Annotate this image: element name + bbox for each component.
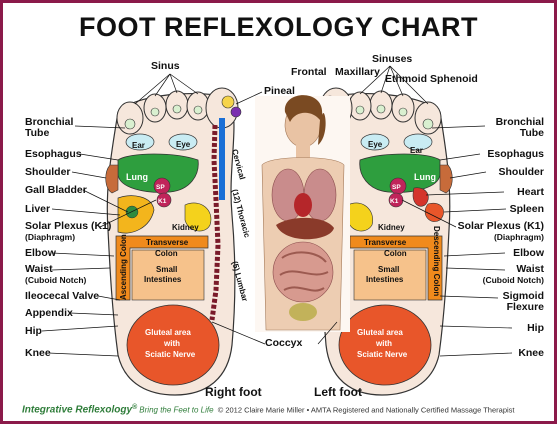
zone-ascending-colon: Ascending Colon bbox=[119, 234, 128, 300]
zone-kidney-left: Kidney bbox=[378, 223, 405, 232]
label-liver: Liver bbox=[25, 204, 50, 215]
zone-colon-left: Colon bbox=[384, 249, 407, 258]
right-foot-label: Right foot bbox=[205, 385, 262, 399]
left-foot-label: Left foot bbox=[314, 385, 362, 399]
zone-intestines-right: Intestines bbox=[144, 275, 182, 284]
zone-gluteal-left: Gluteal area bbox=[357, 328, 403, 337]
label-ileocecal: Ileocecal Valve bbox=[25, 291, 99, 302]
zone-gluteal-with-left: with bbox=[375, 339, 392, 348]
zone-transverse-right: Transverse bbox=[146, 238, 189, 247]
zone-lung-left: Lung bbox=[414, 172, 436, 182]
zone-sp-left: SP bbox=[392, 184, 401, 191]
zone-gluteal-right: Gluteal area bbox=[145, 328, 191, 337]
footer-registered: ® bbox=[132, 404, 137, 411]
zone-kidney-right: Kidney bbox=[172, 223, 199, 232]
label-elbow-left: Elbow bbox=[25, 248, 56, 259]
anatomy-body-image bbox=[255, 95, 350, 332]
label-heart: Heart bbox=[517, 187, 544, 198]
label-esophagus-right: Esophagus bbox=[487, 149, 544, 160]
label-solar-plexus-left: Solar Plexus (K1)(Diaphragm) bbox=[25, 221, 111, 243]
label-maxillary: Maxillary bbox=[335, 67, 380, 78]
zone-sp-right: SP bbox=[156, 184, 165, 191]
label-spleen: Spleen bbox=[510, 204, 544, 215]
label-knee-left: Knee bbox=[25, 348, 51, 359]
label-knee-right: Knee bbox=[518, 348, 544, 359]
zone-gluteal-with-right: with bbox=[163, 339, 180, 348]
label-gall-bladder: Gall Bladder bbox=[25, 185, 87, 196]
footer: Integrative Reflexology® Bring the Feet … bbox=[22, 404, 542, 416]
label-frontal: Frontal bbox=[291, 67, 327, 78]
label-ethmoid: Ethmoid bbox=[385, 74, 427, 85]
label-sinus: Sinus bbox=[151, 61, 180, 72]
footer-copyright: © 2012 Claire Marie Miller • AMTA Regist… bbox=[218, 406, 515, 415]
label-esophagus-left: Esophagus bbox=[25, 149, 82, 160]
label-hip-left: Hip bbox=[25, 326, 42, 337]
label-elbow-right: Elbow bbox=[513, 248, 544, 259]
zone-eye-right: Eye bbox=[176, 140, 191, 149]
zone-intestines-left: Intestines bbox=[366, 275, 404, 284]
zone-ear-right: Ear bbox=[132, 141, 145, 150]
zone-small-right: Small bbox=[156, 265, 177, 274]
label-sphenoid: Sphenoid bbox=[430, 74, 478, 85]
label-appendix: Appendix bbox=[25, 308, 73, 319]
zone-sciatic-right: Sciatic Nerve bbox=[145, 350, 196, 359]
zone-transverse-left: Transverse bbox=[364, 238, 407, 247]
footer-brand: Integrative Reflexology bbox=[22, 405, 132, 416]
label-sinuses: Sinuses bbox=[372, 54, 412, 65]
zone-descending-colon: Descending Colon bbox=[432, 226, 441, 296]
label-shoulder-left: Shoulder bbox=[25, 167, 71, 178]
left-shoulder-zone bbox=[440, 165, 452, 193]
label-coccyx: Coccyx bbox=[265, 338, 302, 349]
label-waist-right: Waist(Cuboid Notch) bbox=[483, 264, 544, 286]
left-spleen-zone bbox=[425, 203, 443, 221]
zone-ear-left: Ear bbox=[410, 146, 423, 155]
label-solar-plexus-right: Solar Plexus (K1)(Diaphragm) bbox=[458, 221, 544, 243]
zone-k1-right: K1 bbox=[158, 198, 167, 205]
zone-colon-right: Colon bbox=[155, 249, 178, 258]
zone-small-left: Small bbox=[378, 265, 399, 274]
zone-k1-left: K1 bbox=[390, 198, 399, 205]
label-waist-left: Waist(Cuboid Notch) bbox=[25, 264, 86, 286]
footer-tagline: Bring the Feet to Life bbox=[139, 406, 213, 415]
label-hip-right: Hip bbox=[527, 323, 544, 334]
label-shoulder-right: Shoulder bbox=[498, 167, 544, 178]
zone-eye-left: Eye bbox=[368, 140, 383, 149]
label-pineal: Pineal bbox=[264, 86, 295, 97]
zone-lung-right: Lung bbox=[126, 172, 148, 182]
zone-sciatic-left: Sciatic Nerve bbox=[357, 350, 408, 359]
